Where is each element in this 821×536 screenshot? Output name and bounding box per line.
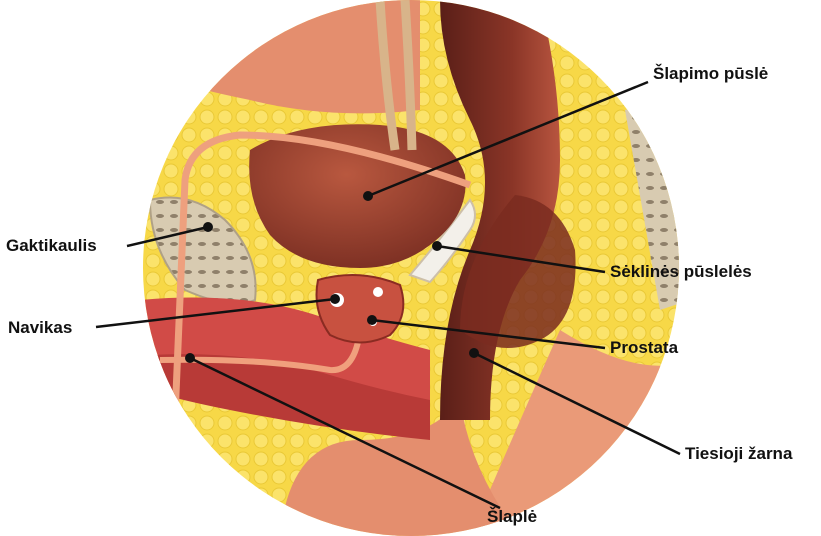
- label-prostate: Prostata: [610, 338, 678, 358]
- label-seminal-vesicles: Sėklinės pūslelės: [610, 262, 752, 282]
- label-pubic-bone: Gaktikaulis: [6, 236, 97, 256]
- label-bladder: Šlapimo pūslė: [653, 64, 768, 84]
- label-rectum: Tiesioji žarna: [685, 444, 792, 464]
- prostate: [317, 275, 404, 342]
- label-urethra: Šlaplė: [487, 507, 537, 527]
- label-tumor: Navikas: [8, 318, 72, 338]
